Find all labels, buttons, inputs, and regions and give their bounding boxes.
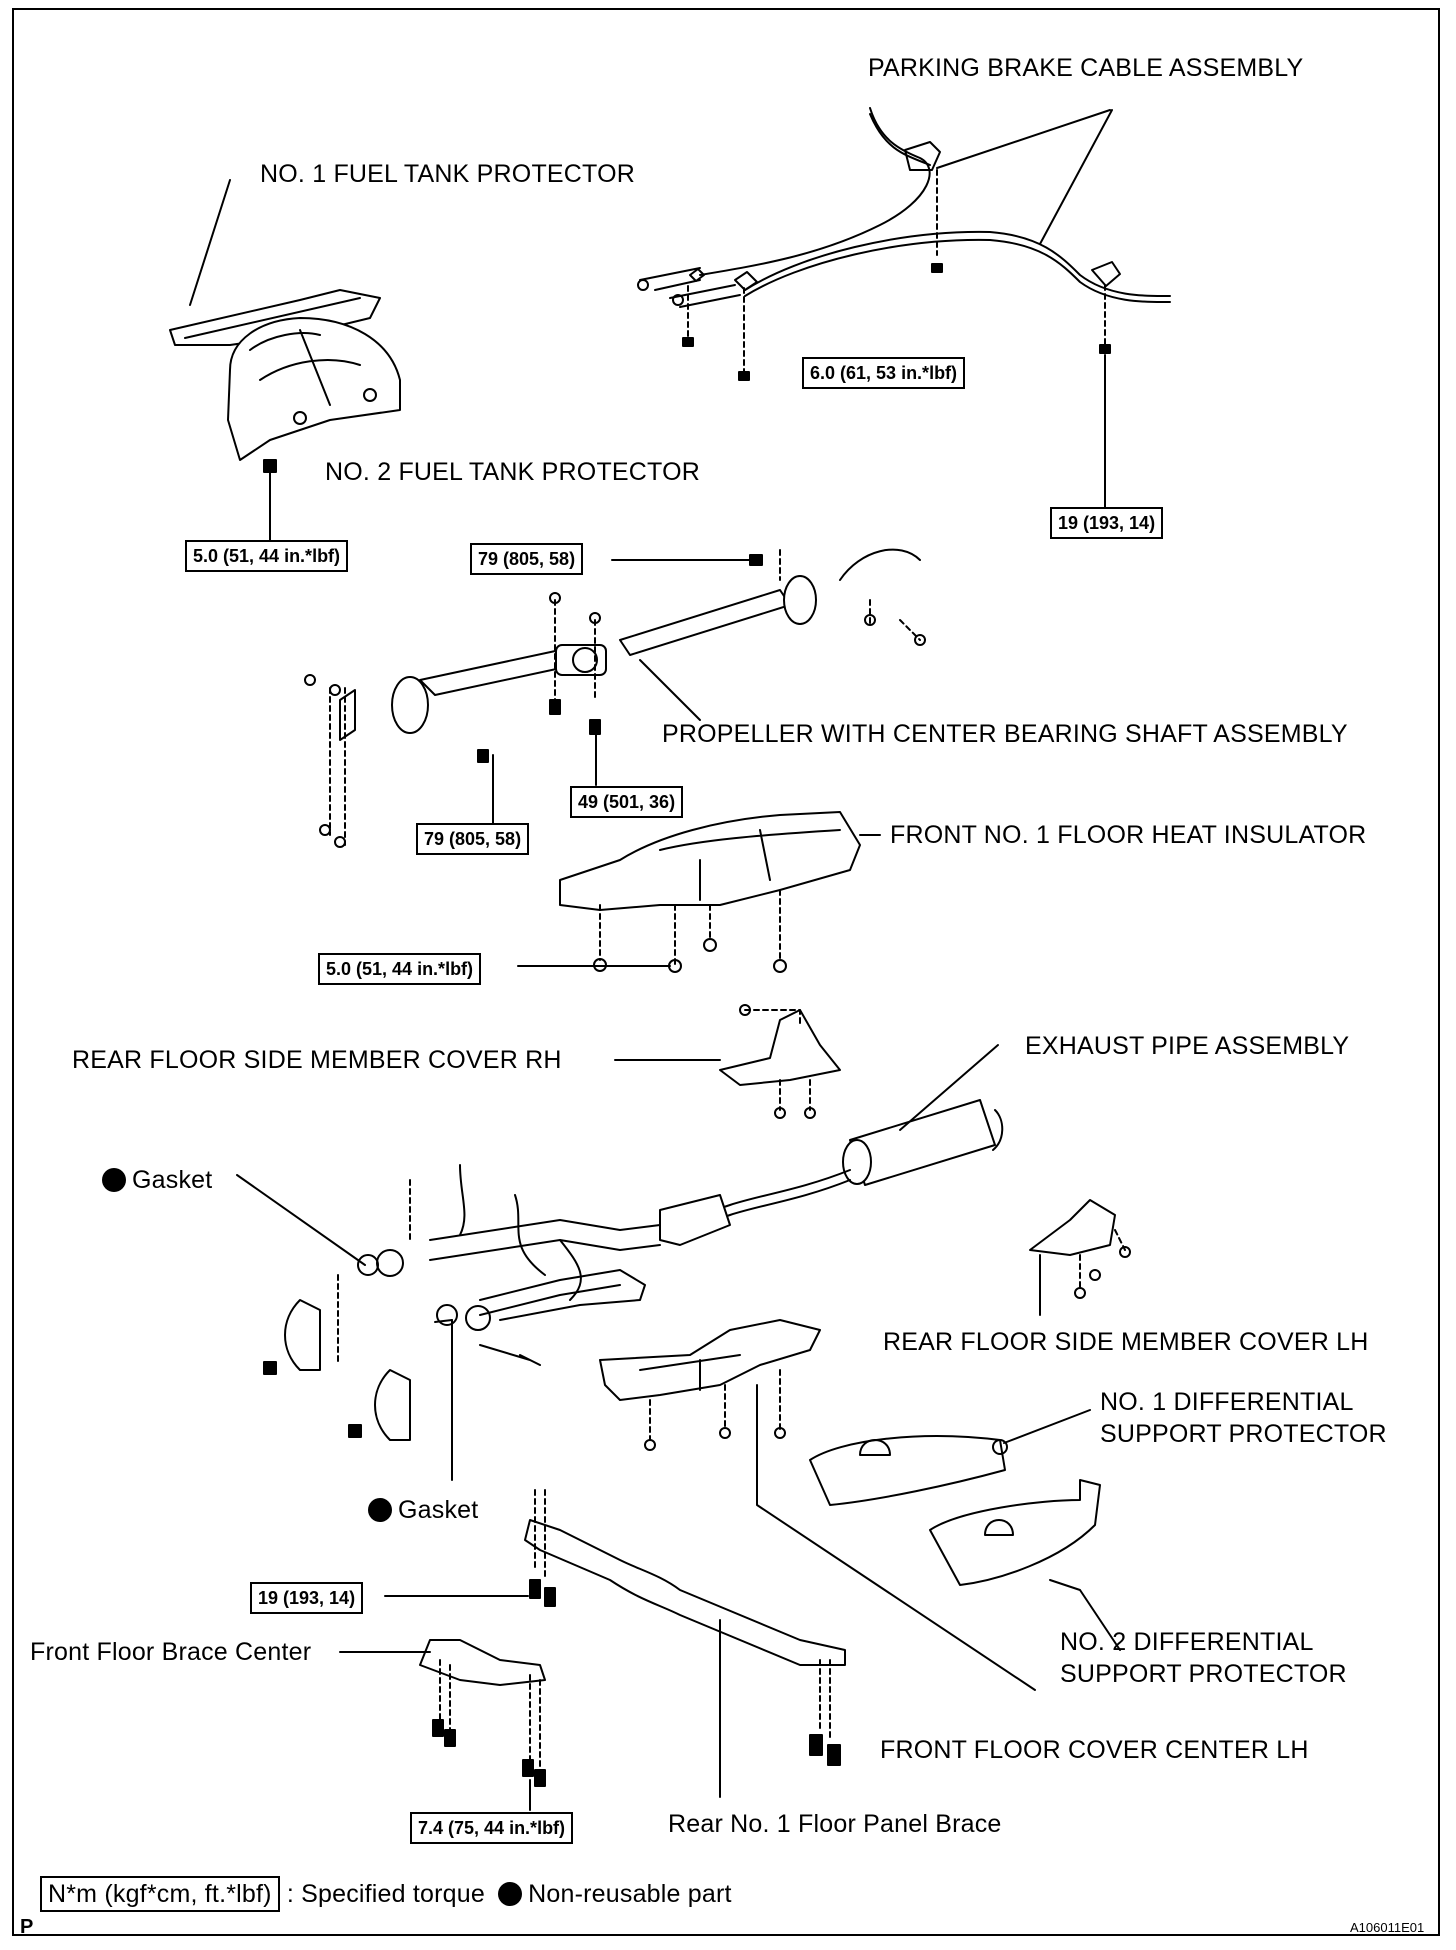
parking-brake-cable-drawing bbox=[637, 107, 1171, 509]
corner-letter: P bbox=[20, 1916, 34, 1938]
label-front-floor-brace-center: Front Floor Brace Center bbox=[30, 1638, 312, 1666]
label-no2-fuel-tank-protector: NO. 2 FUEL TANK PROTECTOR bbox=[325, 458, 700, 486]
legend-torque-text: : Specified torque bbox=[286, 1880, 485, 1908]
propeller-shaft-drawing bbox=[304, 548, 926, 848]
figure-code: A106011E01 bbox=[1350, 1920, 1425, 1935]
front-floor-cover-drawing bbox=[599, 1319, 1036, 1691]
torque-box-propeller-front: 79 (805, 58) bbox=[416, 823, 530, 855]
legend: N*m (kgf*cm, ft.*lbf) : Specified torque… bbox=[40, 1876, 732, 1912]
label-no1-diff-support-protector-line1: NO. 1 DIFFERENTIAL bbox=[1100, 1388, 1354, 1416]
braces-drawing bbox=[339, 1489, 846, 1811]
label-parking-brake-cable: PARKING BRAKE CABLE ASSEMBLY bbox=[868, 54, 1304, 82]
torque-box-brace-bolt: 19 (193, 14) bbox=[250, 1582, 364, 1614]
torque-box-heat-insulator: 5.0 (51, 44 in.*lbf) bbox=[318, 953, 482, 985]
label-front-no1-floor-heat-insulator: FRONT NO. 1 FLOOR HEAT INSULATOR bbox=[890, 821, 1367, 849]
torque-box-propeller-rear: 79 (805, 58) bbox=[470, 543, 584, 575]
torque-box-brace-center: 7.4 (75, 44 in.*lbf) bbox=[410, 1812, 574, 1844]
differential-protectors-drawing bbox=[809, 1409, 1121, 1651]
label-gasket-upper: Gasket bbox=[102, 1168, 212, 1193]
torque-box-parking-brake-rear: 19 (193, 14) bbox=[1050, 507, 1164, 539]
torque-box-center-bearing: 49 (501, 36) bbox=[570, 786, 684, 818]
label-gasket-lower: Gasket bbox=[368, 1498, 478, 1523]
label-rear-no1-floor-panel-brace: Rear No. 1 Floor Panel Brace bbox=[668, 1810, 1002, 1838]
torque-box-fuel-tank-protector: 5.0 (51, 44 in.*lbf) bbox=[185, 540, 349, 572]
heat-insulator-drawing bbox=[517, 811, 881, 973]
label-no2-diff-support-protector-line1: NO. 2 DIFFERENTIAL bbox=[1060, 1628, 1314, 1656]
label-rear-floor-side-member-cover-lh: REAR FLOOR SIDE MEMBER COVER LH bbox=[883, 1328, 1369, 1356]
exhaust-pipe-drawing bbox=[236, 1044, 1004, 1481]
torque-box-parking-brake-bolt: 6.0 (61, 53 in.*lbf) bbox=[802, 357, 966, 389]
side-member-cover-rh-drawing bbox=[614, 1004, 841, 1119]
fuel-tank-protectors-drawing bbox=[169, 179, 401, 541]
label-exhaust-pipe-assembly: EXHAUST PIPE ASSEMBLY bbox=[1025, 1032, 1350, 1060]
non-reusable-dot-icon bbox=[498, 1882, 523, 1906]
non-reusable-dot-icon bbox=[102, 1168, 126, 1192]
label-no1-diff-support-protector-line2: SUPPORT PROTECTOR bbox=[1100, 1420, 1387, 1448]
label-propeller-shaft: PROPELLER WITH CENTER BEARING SHAFT ASSE… bbox=[662, 720, 1348, 748]
label-no1-fuel-tank-protector: NO. 1 FUEL TANK PROTECTOR bbox=[260, 160, 635, 188]
legend-non-reusable-text: Non-reusable part bbox=[528, 1880, 732, 1908]
label-rear-floor-side-member-cover-rh: REAR FLOOR SIDE MEMBER COVER RH bbox=[72, 1046, 562, 1074]
side-member-cover-lh-drawing bbox=[1029, 1199, 1131, 1316]
label-no2-diff-support-protector-line2: SUPPORT PROTECTOR bbox=[1060, 1660, 1347, 1688]
diagram-frame bbox=[12, 8, 1440, 1936]
label-front-floor-cover-center-lh: FRONT FLOOR COVER CENTER LH bbox=[880, 1736, 1309, 1764]
non-reusable-dot-icon bbox=[368, 1498, 392, 1522]
legend-torque-unit-box: N*m (kgf*cm, ft.*lbf) bbox=[40, 1876, 280, 1912]
